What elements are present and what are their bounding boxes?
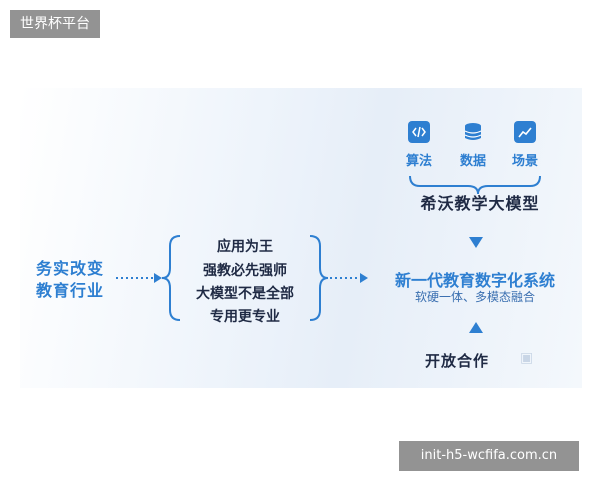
database-icon <box>462 121 484 143</box>
left-title-line1: 务实改变 <box>36 259 105 278</box>
chart-icon <box>514 121 536 143</box>
code-icon <box>408 121 430 143</box>
diagram-panel <box>20 88 582 388</box>
icon-label-data: 数据 <box>459 154 486 169</box>
left-title-line2: 教育行业 <box>36 281 105 300</box>
watermark-top: 世界杯平台 <box>10 10 100 38</box>
center-item-2: 强教必先强师 <box>203 263 287 279</box>
faint-logo: ▣ <box>520 350 534 366</box>
cooperation-text: 开放合作 <box>425 352 490 370</box>
model-title: 希沃教学大模型 <box>420 194 540 213</box>
icon-label-algorithm: 算法 <box>405 154 432 169</box>
system-subtitle: 软硬一体、多模态融合 <box>414 290 535 304</box>
icon-label-scene: 场景 <box>511 154 538 169</box>
center-item-3: 大模型不是全部 <box>196 286 294 302</box>
center-item-1: 应用为王 <box>217 239 273 255</box>
center-item-4: 专用更专业 <box>210 309 280 325</box>
system-title: 新一代教育数字化系统 <box>394 271 555 290</box>
watermark-bottom: init-h5-wcfifa.com.cn <box>399 441 579 471</box>
